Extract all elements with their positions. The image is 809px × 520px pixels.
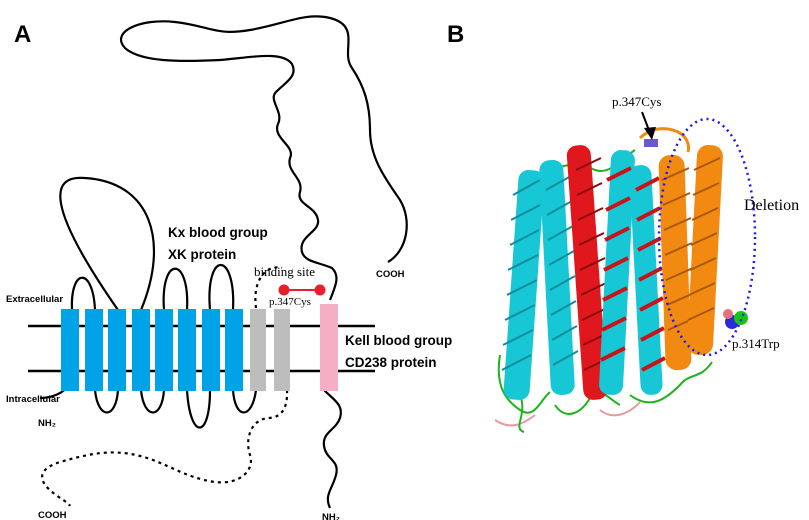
helix-red-a <box>566 145 608 400</box>
xk-helix-7 <box>202 309 220 391</box>
helix-cyan-d-red-stripes <box>635 176 666 372</box>
xk-helix-5 <box>155 309 173 391</box>
xk-helix-8 <box>225 309 243 391</box>
trp314-sphere-pink <box>723 309 733 319</box>
kx-title-line1: Kx blood group <box>168 225 268 240</box>
trp314-sphere-green <box>734 311 748 325</box>
helix-cyan-a <box>503 170 545 400</box>
xk-cooh-label: COOH <box>38 510 67 520</box>
xk-helix-2 <box>85 309 103 391</box>
xk-loops <box>39 176 258 429</box>
kell-intracellular-domain <box>322 389 342 509</box>
kell-nh2-label: NH₂ <box>322 512 340 520</box>
helix-orange-b-turns <box>687 157 721 321</box>
helix-bundle-cyan-1 <box>501 160 579 400</box>
xk-loop-7 <box>208 264 235 311</box>
xk-nh2-label: NH₂ <box>38 418 56 429</box>
helix-bundle-orange <box>638 127 723 371</box>
kell-title-line1: Kell blood group <box>345 333 452 348</box>
panel-a: A <box>6 15 452 520</box>
binding-residue-kell <box>314 284 326 296</box>
extracellular-label: Extracellular <box>6 294 63 305</box>
loop-green-1 <box>497 354 551 414</box>
xk-helix-1 <box>61 309 79 391</box>
xk-helix-10-deleted <box>274 309 290 391</box>
helix-cyan-b <box>539 160 575 395</box>
helix-bundle-red <box>566 145 666 400</box>
helix-cyan-c <box>599 150 635 395</box>
xk-helix-9-deleted <box>250 309 266 391</box>
xk-loop-4 <box>139 389 166 414</box>
xk-loop-1 <box>70 276 97 311</box>
helix-cyan-b-turns <box>545 175 579 366</box>
panel-b: B <box>447 21 799 433</box>
residue-label-a: p.347Cys <box>269 296 311 308</box>
panel-a-label: A <box>14 21 31 48</box>
xk-helix-3 <box>108 309 126 391</box>
xk-helix-6 <box>178 309 196 391</box>
loop-green-4 <box>629 361 713 404</box>
residue-label-bottom: p.314Trp <box>732 336 780 351</box>
xk-helix-4 <box>132 309 150 391</box>
xk-loop-2 <box>93 389 120 414</box>
binding-site-label: binding site <box>254 264 315 279</box>
loop-green-5 <box>518 394 525 433</box>
residue-label-top: p.347Cys <box>612 94 661 109</box>
helix-orange-b <box>687 145 723 355</box>
kell-cooh-label: COOH <box>376 269 405 280</box>
cys347-marker <box>644 139 658 147</box>
loop-pink-2 <box>599 401 641 417</box>
xk-dashed-top <box>254 266 283 309</box>
helix-cyan-d <box>629 165 663 395</box>
kell-title-line2: CD238 protein <box>345 355 437 370</box>
kx-title-line2: XK protein <box>168 247 236 262</box>
helix-cyan-a-turns <box>501 179 541 371</box>
xk-loop-5 <box>162 267 189 311</box>
arrow-head <box>644 127 656 140</box>
loop-pink-1 <box>494 414 536 427</box>
deletion-label: Deletion <box>744 197 799 214</box>
xk-dashed-segments <box>41 266 289 507</box>
xk-loop-8 <box>231 389 258 414</box>
deletion-outline <box>657 117 757 357</box>
xk-loop-6 <box>185 389 212 429</box>
kell-extracellular-domain <box>119 15 408 301</box>
panel-b-label: B <box>447 21 464 48</box>
binding-residue-xk <box>278 284 290 296</box>
kell-chain <box>119 15 408 509</box>
kell-transmembrane-helix <box>320 304 338 391</box>
intracellular-label: Intracellular <box>6 394 60 405</box>
helix-cyan-c-red-stripes <box>600 166 632 362</box>
helix-orange-a <box>658 154 692 371</box>
xk-helices <box>61 309 290 391</box>
xk-loop-3 <box>59 176 155 311</box>
